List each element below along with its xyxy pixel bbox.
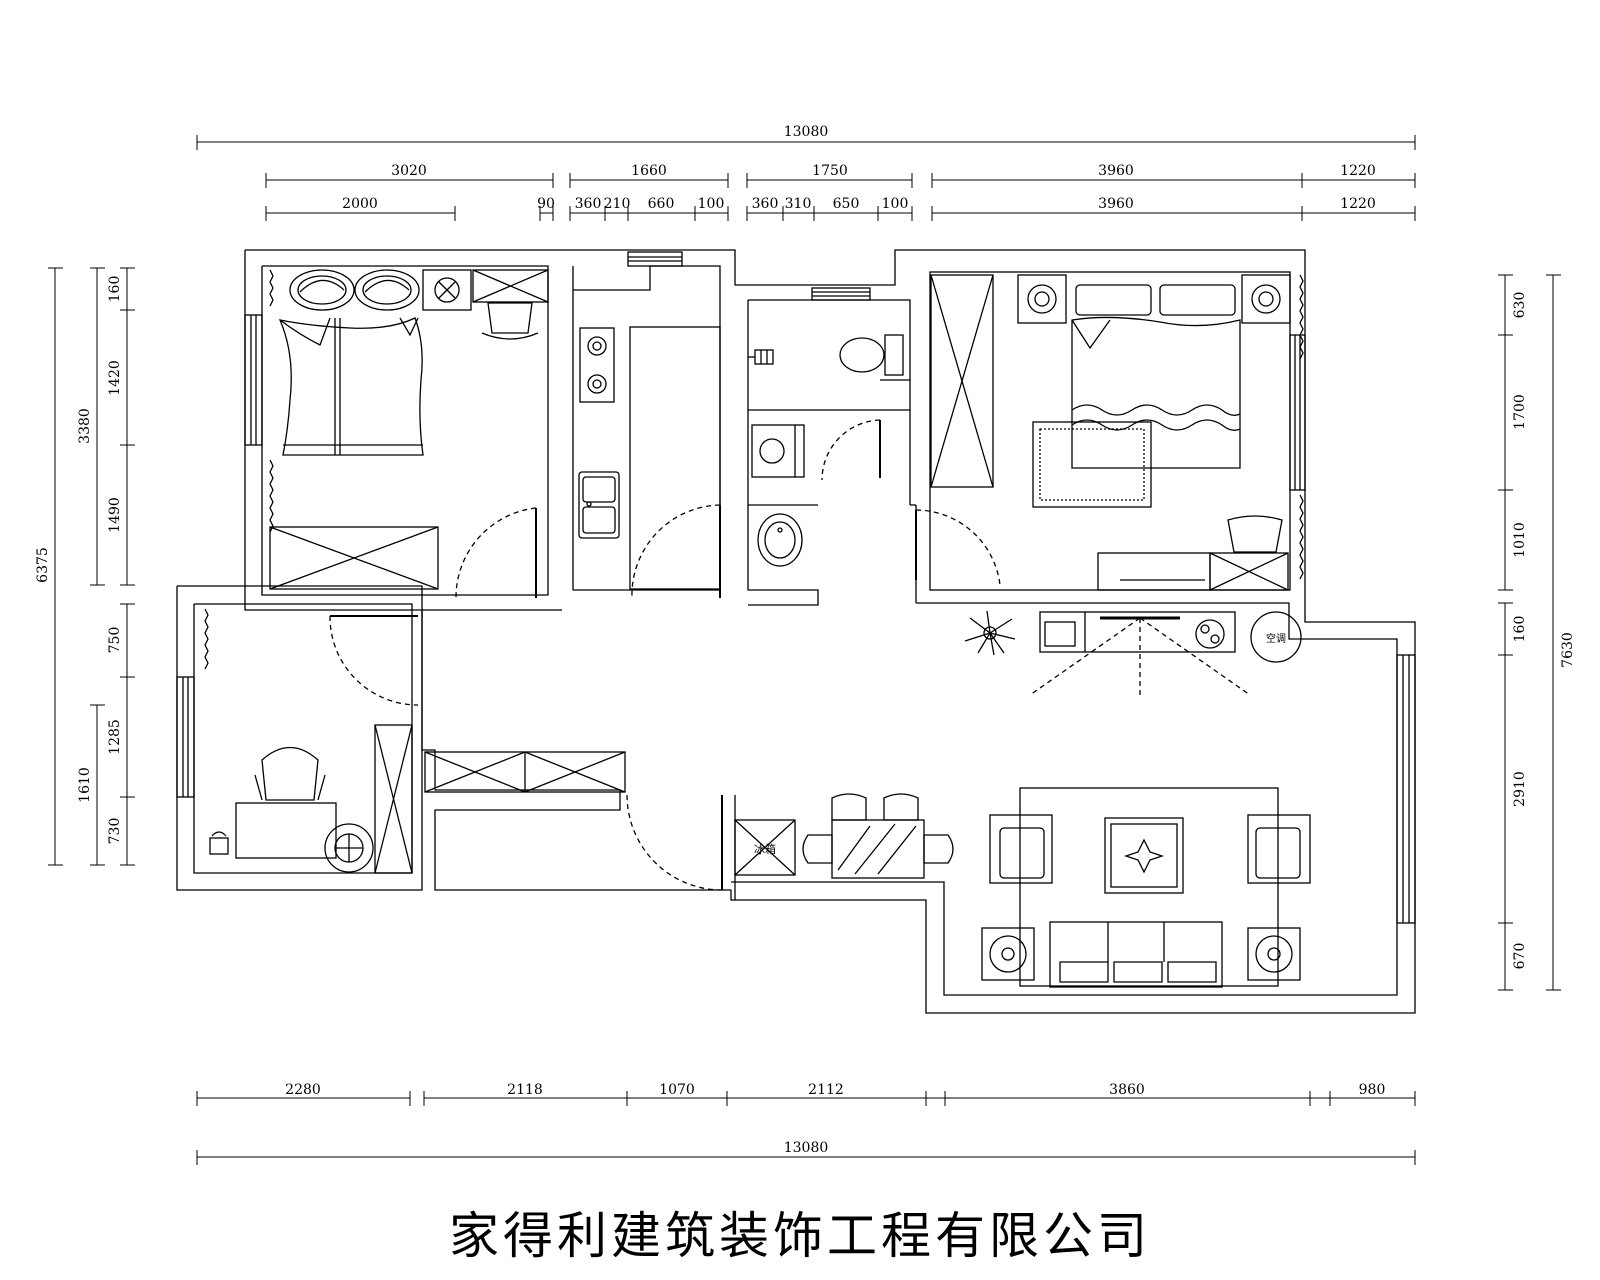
dim-right-inner-3: 1010: [1512, 522, 1528, 558]
toilet: [839, 334, 904, 376]
dimension-text-left: 6375 3380 1610 160 1420 1490 750 1285 73…: [35, 276, 123, 845]
dim-bottom-3: 1070: [659, 1082, 695, 1098]
exterior-walls: [176, 249, 1416, 1014]
dim-top-r2-6: 100: [698, 196, 725, 212]
dim-right-inner-5: 2910: [1512, 771, 1528, 807]
armchair-right: [1247, 814, 1311, 884]
rug-master: [1032, 421, 1152, 508]
dimension-lines-right: [1498, 274, 1561, 991]
dim-top-r2-4: 210: [604, 196, 631, 212]
dim-bottom-total: 13080: [784, 1140, 829, 1156]
curtains-study: [204, 608, 209, 670]
dim-top-r2-8: 310: [785, 196, 812, 212]
dim-left-total: 6375: [35, 547, 51, 583]
gas-stove: [579, 327, 615, 403]
dim-top-r2-11: 3960: [1098, 196, 1134, 212]
windows: [176, 251, 1416, 924]
dim-top-r2-7: 360: [752, 196, 779, 212]
dim-top-r2-12: 1220: [1340, 196, 1376, 212]
dim-right-inner-4: 160: [1512, 616, 1528, 643]
dim-bottom-1: 2280: [285, 1082, 321, 1098]
dim-top-r2-3: 360: [575, 196, 602, 212]
dimension-lines-bottom: [196, 1091, 1416, 1165]
speakers: [1195, 619, 1225, 649]
dim-bottom-2: 2118: [507, 1082, 543, 1098]
dim-left-outer-1: 3380: [77, 408, 93, 444]
dim-top-r1-2: 1660: [631, 163, 667, 179]
tv-cabinet: [1029, 611, 1251, 696]
dimension-lines-top: [196, 135, 1416, 221]
bed-left: [278, 317, 424, 456]
dimension-lines-left: [48, 267, 135, 866]
company-name: 家得利建筑装饰工程有限公司: [449, 1207, 1151, 1265]
dim-left-inner-1: 160: [107, 276, 123, 303]
plant: [964, 610, 1016, 656]
air-conditioner: [1250, 611, 1302, 663]
dimension-text-right: 7630 630 1700 1010 160 2910 670: [1512, 292, 1576, 970]
armchair-left: [989, 814, 1053, 884]
study-chair: [254, 747, 326, 801]
dim-left-outer-2: 1610: [77, 767, 93, 803]
chair-left-bedroom: [481, 302, 539, 340]
side-table-left: [981, 927, 1035, 981]
side-table-right: [1247, 927, 1301, 981]
nightstand-master-left: [1017, 274, 1067, 324]
dim-top-r1-5: 1220: [1340, 163, 1376, 179]
coffee-table: [1104, 817, 1184, 894]
dim-top-r2-1: 2000: [342, 196, 378, 212]
dimension-text-bottom: 2280 2118 1070 2112 3860 980 13080: [285, 1082, 1385, 1156]
dim-left-inner-3: 1490: [107, 497, 123, 533]
dim-right-inner-2: 1700: [1512, 394, 1528, 430]
dim-left-inner-5: 1285: [107, 719, 123, 755]
dim-top-r1-1: 3020: [391, 163, 427, 179]
dim-right-inner-1: 630: [1512, 292, 1528, 319]
dim-top-r2-2: 90: [537, 196, 555, 212]
study-stool: [324, 823, 374, 873]
dim-right-total: 7630: [1560, 632, 1576, 668]
rug-living: [1019, 787, 1279, 987]
doors: [329, 419, 1001, 891]
bed-master: [1071, 284, 1241, 469]
dim-bottom-6: 980: [1359, 1082, 1386, 1098]
pillows-left: [289, 269, 420, 311]
dim-top-r2-5: 660: [648, 196, 675, 212]
dimension-text-top: 13080 3020 1660 1750 3960 1220 2000 90 3…: [342, 124, 1376, 212]
desk-master: [1097, 552, 1211, 591]
wardrobes: [269, 269, 1289, 874]
sofa: [1049, 921, 1223, 988]
curtains-left: [269, 269, 274, 533]
dining-chairs: [802, 793, 954, 864]
fridge-label: 冰箱: [754, 842, 776, 856]
fridge: [734, 819, 796, 876]
dim-top-total: 13080: [784, 124, 829, 140]
dim-top-r1-4: 3960: [1098, 163, 1134, 179]
dim-top-r2-9: 650: [833, 196, 860, 212]
dining-table: [831, 819, 925, 879]
study-desk: [235, 802, 337, 859]
dim-right-inner-6: 670: [1512, 943, 1528, 970]
washing-machine: [751, 424, 805, 478]
nightstand-master-right: [1241, 274, 1291, 324]
dim-bottom-5: 3860: [1109, 1082, 1145, 1098]
wash-basin: [757, 513, 803, 567]
chair-master: [1227, 515, 1283, 553]
aircon-label: 空调: [1266, 632, 1286, 645]
dim-left-inner-4: 750: [107, 627, 123, 654]
telephone: [209, 831, 229, 855]
dim-bottom-4: 2112: [808, 1082, 844, 1098]
partition-walls: [422, 265, 1291, 900]
nightstand-left: [422, 269, 472, 311]
shower: [748, 349, 774, 365]
dim-left-inner-6: 730: [107, 818, 123, 845]
curtains-master: [1299, 274, 1304, 580]
dim-top-r1-3: 1750: [812, 163, 848, 179]
kitchen-sink: [578, 471, 620, 539]
dim-left-inner-2: 1420: [107, 360, 123, 396]
dim-top-r2-10: 100: [882, 196, 909, 212]
